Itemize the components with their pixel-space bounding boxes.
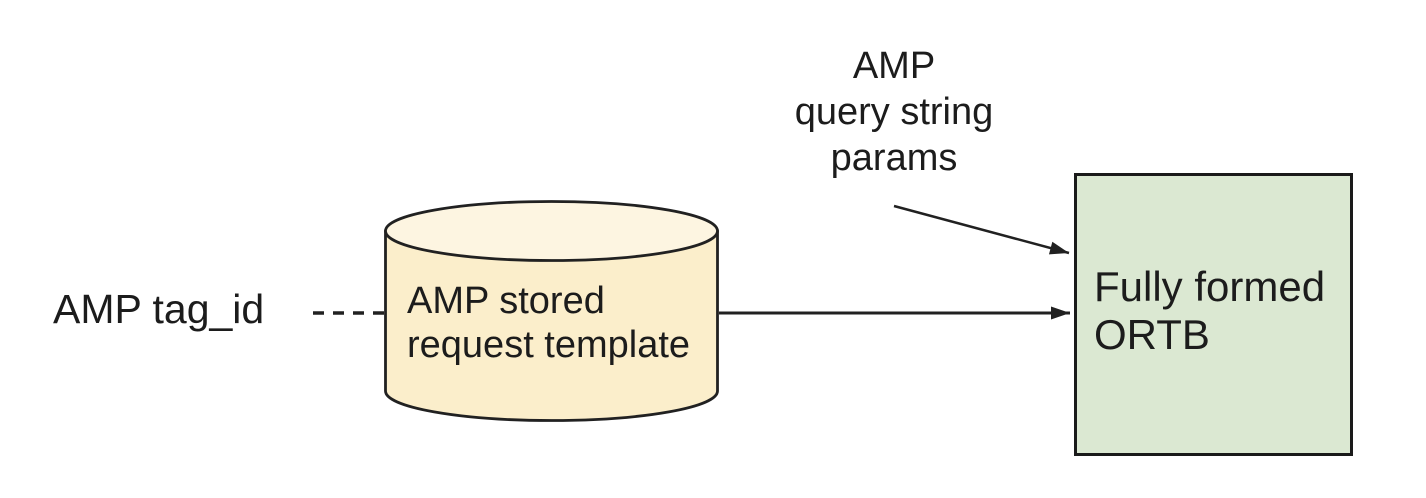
ortb-box	[1074, 173, 1353, 456]
cylinder-label-line1: AMP stored	[407, 280, 605, 322]
cylinder-label: AMP stored request template	[407, 279, 690, 367]
query-params-arrow	[893, 204, 1070, 255]
query-params-label-line1: AMP	[852, 45, 936, 87]
stored-request-cylinder	[384, 200, 719, 422]
ortb-box-label-line2: ORTB	[1094, 311, 1210, 358]
query-params-label-line2: query string	[794, 91, 994, 133]
cylinder-label-line2: request template	[407, 324, 691, 366]
ortb-box-label-line1: Fully formed	[1094, 263, 1326, 310]
query-params-label: AMP query string params	[744, 43, 1044, 181]
amp-tag-id-label: AMP tag_id	[53, 286, 265, 332]
ortb-box-label: Fully formed ORTB	[1094, 263, 1325, 359]
query-params-label-line3: params	[830, 137, 958, 179]
